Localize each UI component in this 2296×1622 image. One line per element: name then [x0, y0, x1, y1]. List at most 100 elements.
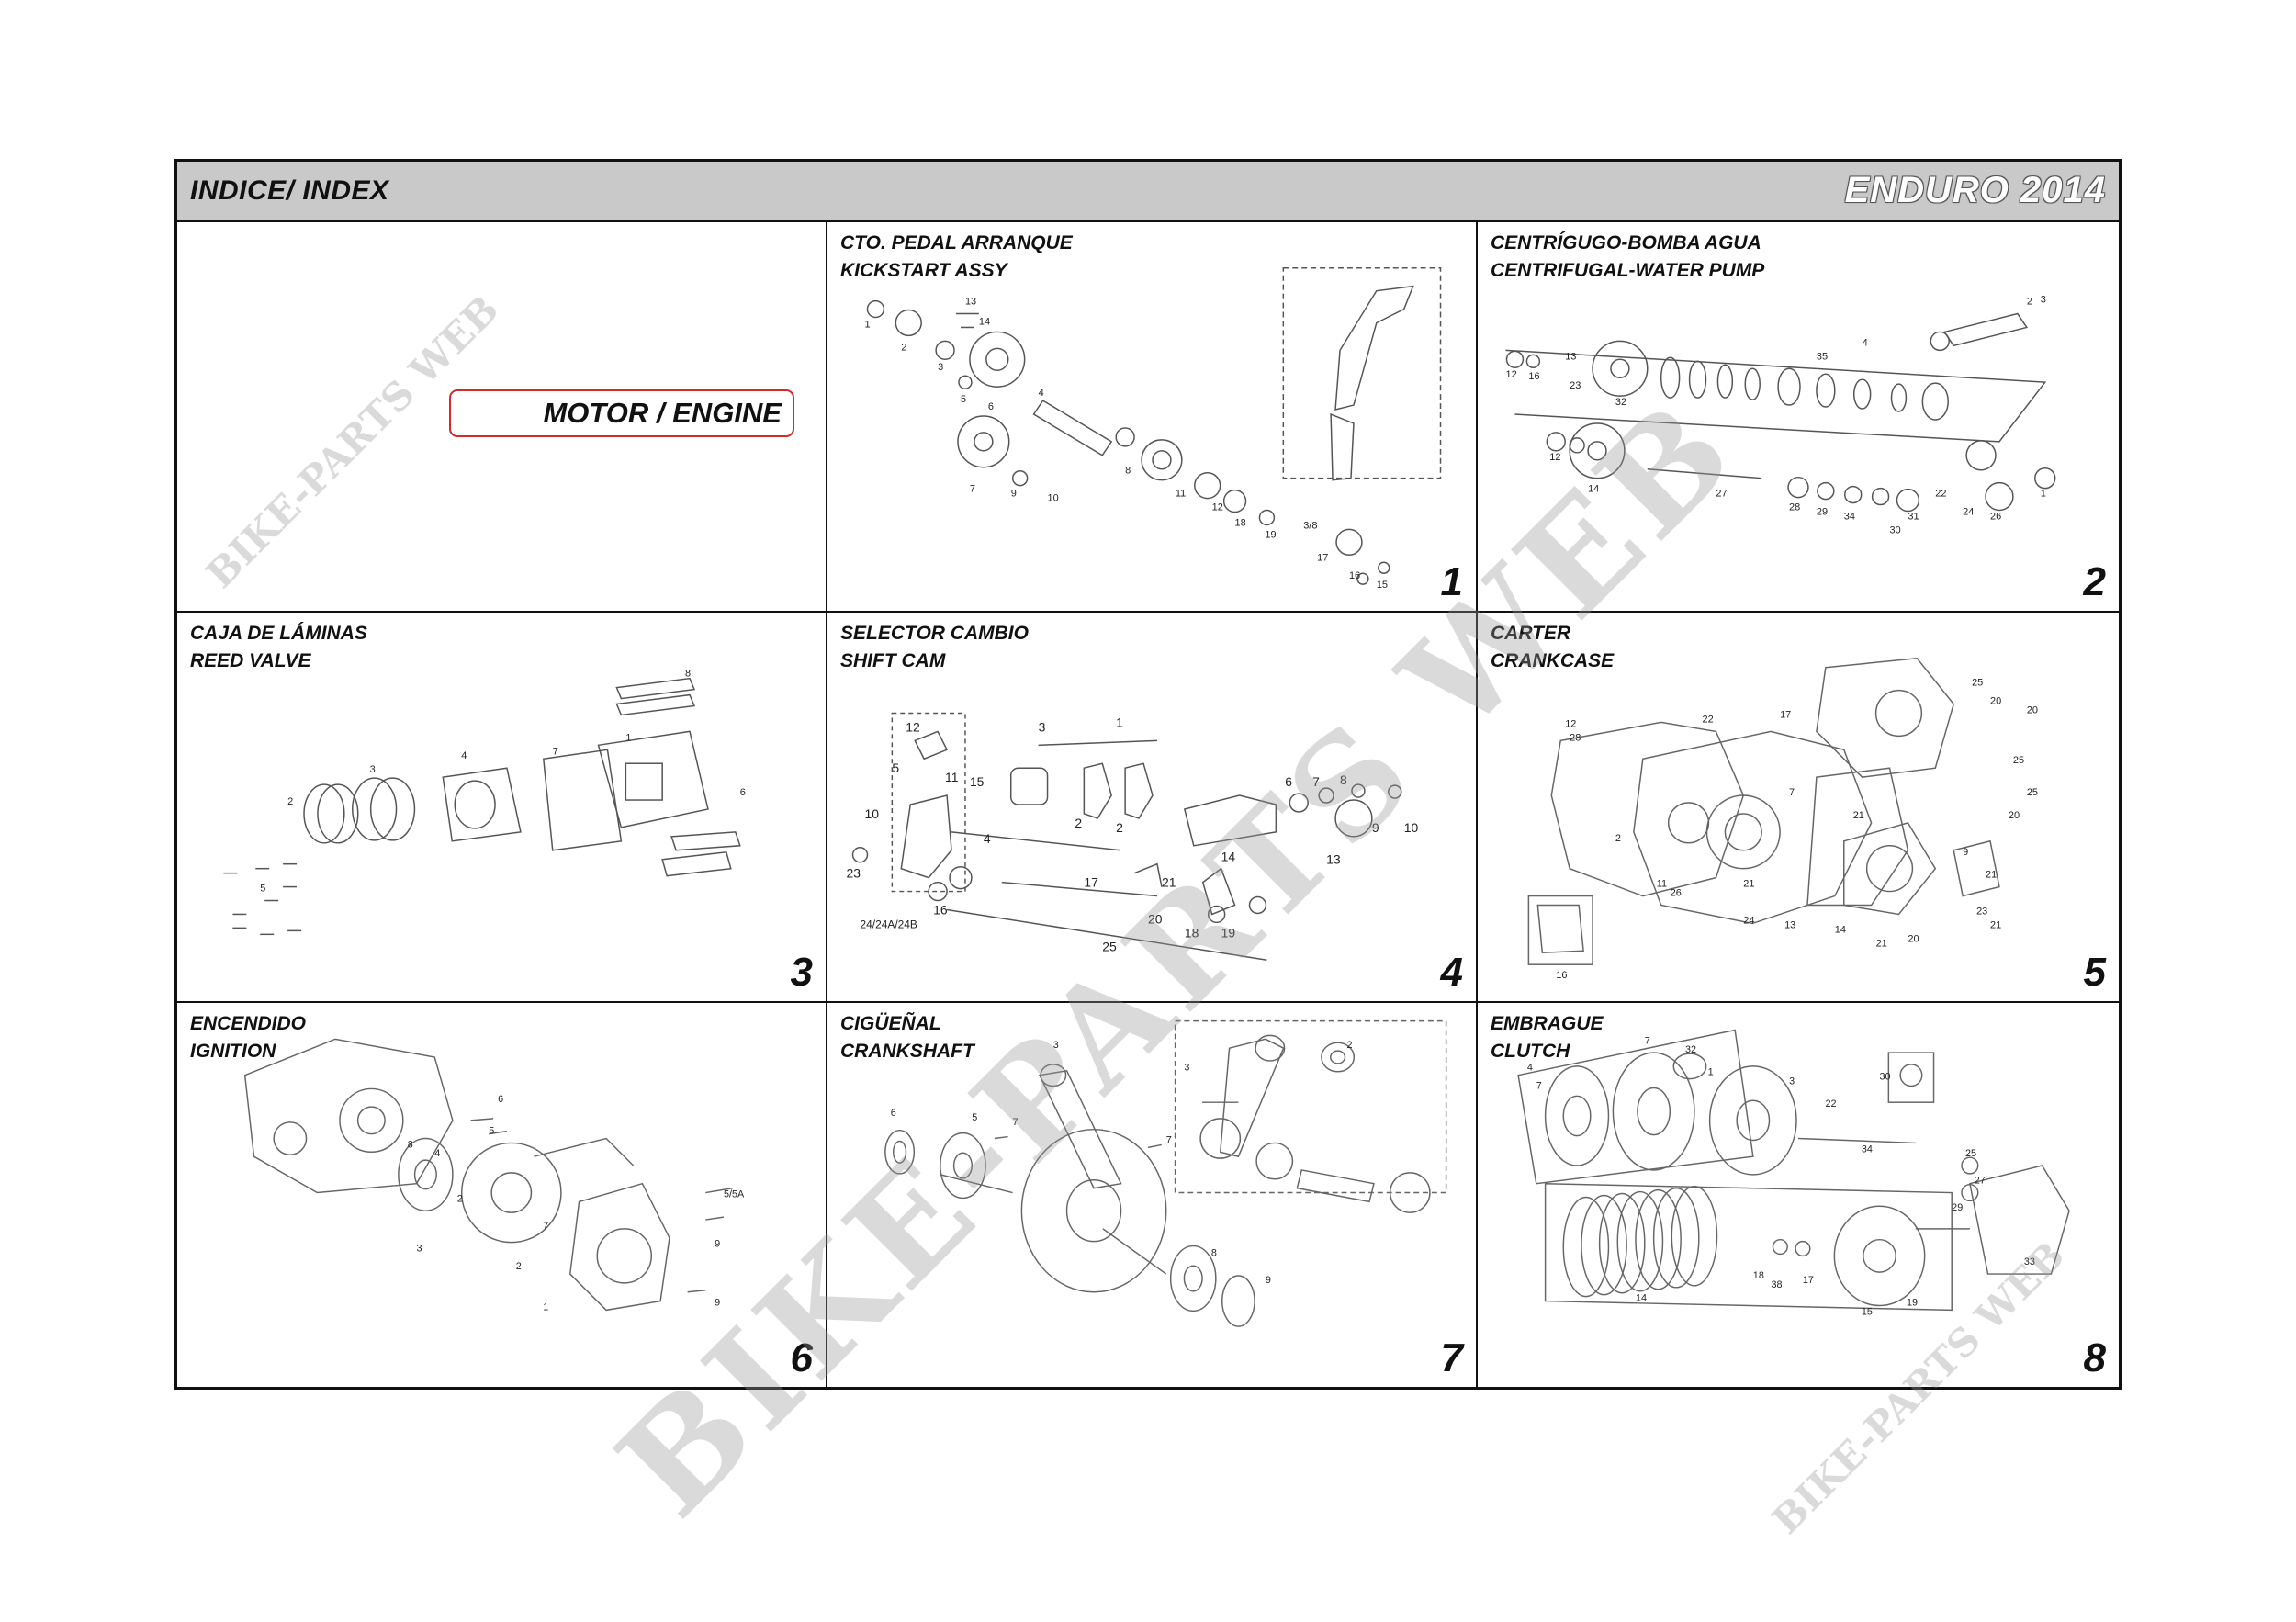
svg-text:10: 10	[1048, 493, 1059, 504]
svg-text:9: 9	[1372, 820, 1379, 835]
svg-text:5: 5	[961, 394, 966, 405]
shift-cam-cell[interactable]: SELECTOR CAMBIO SHIFT CAM	[827, 613, 1478, 1003]
model-title: ENDURO 2014	[1844, 170, 2106, 210]
svg-text:27: 27	[1975, 1176, 1986, 1187]
svg-text:20: 20	[2027, 704, 2038, 715]
svg-text:9: 9	[715, 1297, 720, 1308]
svg-text:16: 16	[1528, 371, 1539, 382]
svg-text:6: 6	[988, 401, 994, 412]
svg-text:21: 21	[1876, 938, 1887, 949]
water-pump-title-en: CENTRIFUGAL-WATER PUMP	[1491, 260, 1765, 281]
svg-text:8: 8	[408, 1139, 413, 1150]
shift-cam-number: 4	[1440, 950, 1463, 995]
svg-text:14: 14	[1221, 850, 1236, 864]
svg-text:6: 6	[498, 1094, 503, 1105]
ignition-title-es: ENCENDIDO	[190, 1013, 307, 1034]
svg-text:1: 1	[625, 732, 631, 743]
clutch-cell[interactable]: EMBRAGUE CLUTCH	[1478, 1003, 2119, 1387]
svg-text:8: 8	[685, 669, 691, 680]
svg-text:13: 13	[1784, 919, 1795, 930]
crankshaft-number: 7	[1440, 1335, 1463, 1380]
svg-text:22: 22	[1935, 489, 1946, 500]
svg-text:5: 5	[972, 1112, 977, 1123]
svg-text:3: 3	[938, 362, 943, 373]
crankcase-cell[interactable]: CARTER CRANKCASE	[1478, 613, 2119, 1003]
kickstart-cell[interactable]: CTO. PEDAL ARRANQUE KICKSTART ASSY	[827, 222, 1478, 613]
svg-text:17: 17	[1803, 1275, 1814, 1286]
index-title: INDICE/ INDEX	[190, 175, 389, 206]
crankshaft-cell[interactable]: CIGÜEÑAL CRANKSHAFT	[827, 1003, 1478, 1387]
svg-text:35: 35	[1817, 351, 1828, 362]
svg-text:25: 25	[1965, 1148, 1976, 1159]
svg-text:14: 14	[1835, 924, 1846, 935]
water-pump-title: CENTRÍGUGO-BOMBA AGUA CENTRIFUGAL-WATER …	[1491, 230, 1764, 285]
svg-text:23: 23	[1570, 380, 1581, 391]
svg-text:25: 25	[1102, 939, 1117, 953]
svg-text:2: 2	[1075, 816, 1082, 830]
engine-link[interactable]: MOTOR / ENGINE	[449, 389, 794, 437]
crankshaft-title: CIGÜEÑAL CRANKSHAFT	[840, 1010, 974, 1065]
svg-text:14: 14	[979, 316, 990, 327]
svg-text:14: 14	[1636, 1293, 1647, 1304]
shift-cam-title: SELECTOR CAMBIO SHIFT CAM	[840, 620, 1029, 675]
svg-text:20: 20	[1990, 696, 2001, 707]
svg-text:1: 1	[2041, 489, 2046, 500]
svg-text:18: 18	[1235, 517, 1246, 528]
svg-text:21: 21	[1853, 810, 1864, 821]
svg-text:4: 4	[1039, 388, 1044, 399]
svg-text:24/24A/24B: 24/24A/24B	[861, 918, 917, 930]
svg-text:32: 32	[1615, 397, 1626, 408]
svg-text:17: 17	[1317, 552, 1328, 563]
ignition-title: ENCENDIDO IGNITION	[190, 1010, 306, 1065]
svg-text:11: 11	[1657, 879, 1667, 890]
reed-valve-cell[interactable]: CAJA DE LÁMINAS REED VALVE	[177, 613, 827, 1003]
svg-text:25: 25	[2013, 755, 2024, 766]
svg-text:19: 19	[1221, 925, 1236, 940]
svg-text:5: 5	[489, 1126, 494, 1137]
reed-valve-diagram[interactable]: 234 718 65	[177, 613, 826, 1001]
svg-text:8: 8	[1340, 772, 1347, 787]
svg-text:12: 12	[906, 719, 920, 734]
svg-text:21: 21	[1743, 879, 1754, 890]
svg-text:11: 11	[945, 770, 959, 784]
svg-text:20: 20	[2009, 810, 2020, 821]
svg-text:4: 4	[434, 1148, 440, 1159]
svg-text:7: 7	[1536, 1080, 1542, 1091]
svg-text:23: 23	[847, 866, 861, 881]
svg-text:11: 11	[1176, 489, 1186, 500]
svg-text:7: 7	[1166, 1134, 1172, 1145]
parts-index-sheet: INDICE/ INDEX ENDURO 2014 MOTOR / ENGINE…	[174, 159, 2122, 1390]
crankshaft-title-es: CIGÜEÑAL	[840, 1013, 941, 1034]
svg-text:2: 2	[1615, 833, 1621, 844]
svg-text:16: 16	[1556, 970, 1567, 981]
svg-text:9: 9	[1011, 489, 1017, 500]
svg-text:29: 29	[1952, 1202, 1963, 1213]
kickstart-title-en: KICKSTART ASSY	[840, 260, 1007, 281]
svg-text:29: 29	[1817, 506, 1828, 517]
ignition-cell[interactable]: ENCENDIDO IGNITION	[177, 1003, 827, 1387]
svg-text:21: 21	[1162, 875, 1176, 890]
svg-text:2: 2	[516, 1261, 522, 1272]
svg-text:7: 7	[553, 746, 558, 757]
svg-text:13: 13	[1565, 351, 1576, 362]
crankcase-title-es: CARTER	[1491, 623, 1571, 644]
ignition-number: 6	[790, 1335, 813, 1380]
svg-text:1: 1	[1116, 715, 1123, 729]
water-pump-cell[interactable]: CENTRÍGUGO-BOMBA AGUA CENTRIFUGAL-WATER …	[1478, 222, 2119, 613]
svg-text:7: 7	[1645, 1035, 1650, 1046]
ignition-title-en: IGNITION	[190, 1041, 276, 1062]
svg-text:31: 31	[1908, 511, 1919, 522]
reed-valve-title: CAJA DE LÁMINAS REED VALVE	[190, 620, 367, 675]
clutch-number: 8	[2083, 1335, 2106, 1380]
svg-text:16: 16	[933, 902, 948, 917]
svg-text:28: 28	[1789, 502, 1800, 513]
svg-text:2: 2	[1116, 820, 1123, 835]
index-header: INDICE/ INDEX ENDURO 2014	[177, 162, 2119, 222]
